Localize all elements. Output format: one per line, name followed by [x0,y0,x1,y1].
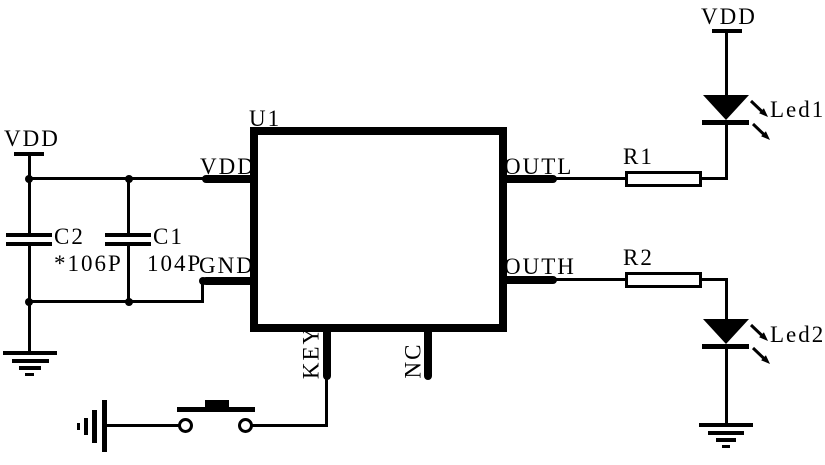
c1-plate-top [105,233,151,237]
wire-gnd-to-button [105,424,179,427]
wire-c2-bottom-lead [28,245,31,303]
ic-u1-designator: U1 [249,106,282,131]
junction-dot [125,175,133,183]
pin-stub-outl [503,175,557,183]
vdd-left-rail-bar [14,152,44,156]
led1-designator: Led1 [770,97,825,122]
vdd-right-label: VDD [701,4,757,29]
c2-designator: C2 [54,224,85,249]
c2-plate-top [6,233,52,237]
c2-plate-bottom [6,242,52,246]
wire-outl-to-r1 [555,177,627,180]
pin-stub-gnd [202,277,254,285]
pin-stub-vdd [202,175,254,183]
push-button-bar [177,407,255,412]
junction-dot [25,175,33,183]
led2-designator: Led2 [770,322,825,347]
vdd-right-rail-bar [712,29,742,33]
r2-body [625,272,702,288]
junction-dot [199,277,207,285]
r1-designator: R1 [623,144,654,169]
pin-label-gnd: GND [199,253,255,278]
pin-stub-nc [424,330,432,380]
push-button-terminal-right [238,418,253,433]
c1-plate-bottom [105,242,151,246]
wire-gnd-riser [201,281,204,303]
pin-label-vdd: VDD [200,154,256,179]
wire-c1-top-lead [127,178,130,235]
ic-u1-body [250,127,507,332]
wire-r1-to-led1 [700,177,727,180]
junction-dot [125,298,133,306]
wire-vddrow-h [27,177,205,180]
junction-dot [25,298,33,306]
push-button-terminal-left [178,418,193,433]
wire-left-gnd-drop [28,300,31,353]
pin-stub-outh [503,276,557,284]
c1-value: 104P [147,251,203,276]
pin-label-nc: NC [400,342,426,379]
wire-led2-top-lead [725,278,728,321]
pin-label-outh: OUTH [504,254,576,279]
pin-label-key: KEY [298,325,324,380]
led2-symbol [702,319,770,364]
r1-body [625,171,702,187]
wire-gndrow-h [27,300,204,303]
wire-outh-to-r2 [555,278,627,281]
wire-key-riser [325,378,328,427]
wire-r2-to-led2 [700,278,727,281]
wire-led2-to-gnd [725,347,728,425]
wire-c1-bottom-lead [127,245,130,303]
wire-button-to-key [252,424,328,427]
wire-vdd-to-led1 [725,31,728,96]
c2-value: *106P [54,251,123,276]
r2-designator: R2 [623,245,654,270]
wire-vdd-drop-c2 [28,155,31,235]
c1-designator: C1 [153,224,184,249]
vdd-left-label: VDD [4,126,60,151]
wire-led1-down [725,123,728,180]
pin-label-outl: OUTL [504,154,574,179]
pin-stub-key [323,330,331,380]
push-button-actuator [205,400,229,407]
led1-symbol [702,95,770,140]
